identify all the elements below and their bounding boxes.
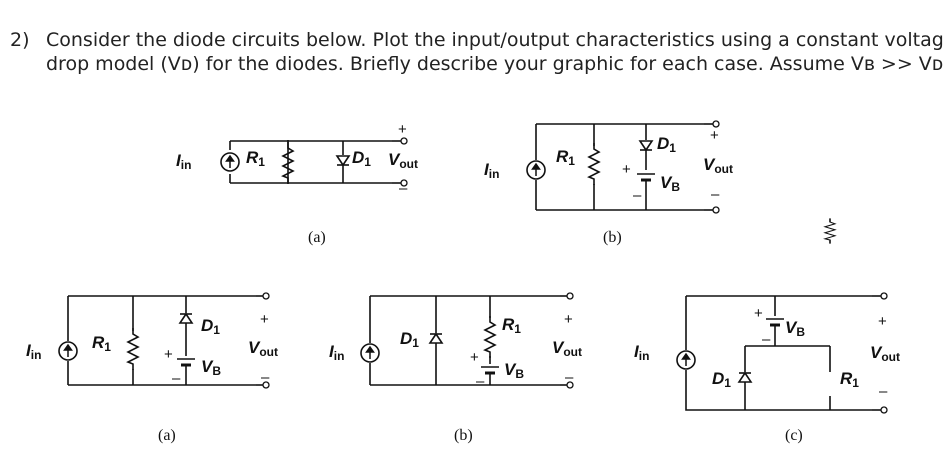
svg-text:R1: R1 [502,315,521,336]
svg-text:VB: VB [504,360,524,381]
svg-text:–: – [172,370,181,387]
caption-bottom-c: (c) [785,427,803,444]
caption-bottom-b: (b) [454,427,473,444]
resistor-r1-icon [484,315,496,359]
svg-text:+: + [754,305,763,322]
resistor-r1-icon [127,327,139,371]
diode-d1-icon [639,140,653,151]
diode-d1-icon [429,333,443,344]
question-line-1: Consider the diode circuits below. Plot … [46,29,943,51]
svg-text:Iin: Iin [329,342,344,363]
svg-text:–: – [399,180,408,197]
diode-d1-icon [336,155,350,166]
svg-text:+: + [564,311,573,328]
diode-d1-icon [179,313,193,324]
circuit-bottom-a: Iin R1 D1 VB + – Vout + – (a) [26,292,278,444]
battery-vb-icon [635,172,657,182]
svg-text:–: – [879,383,888,400]
svg-text:R1: R1 [840,369,859,390]
svg-text:D1: D1 [712,369,731,390]
svg-text:Vout: Vout [552,338,582,359]
current-source-icon [220,152,240,172]
svg-text:+: + [164,346,173,363]
question-line-2: drop model (Vᴅ) for the diodes. Briefly … [46,53,943,75]
svg-text:Vout: Vout [388,150,418,171]
current-source-icon [58,341,78,361]
svg-text:+: + [398,121,407,138]
circuit-top-b: Iin R1 D1 VB + – Vout + – (b) [484,120,733,246]
question-text: 2) Consider the diode circuits below. Plo… [10,28,943,76]
resistor-r1-icon [824,217,836,245]
battery-vb-icon [764,317,786,327]
svg-text:D1: D1 [400,329,419,350]
svg-text:D1: D1 [201,316,220,337]
svg-text:Vout: Vout [870,343,900,364]
svg-text:VB: VB [660,173,680,194]
current-source-icon [526,160,546,180]
svg-text:Vout: Vout [703,155,733,176]
svg-text:Iin: Iin [26,341,41,362]
battery-vb-icon [175,357,197,367]
svg-text:R1: R1 [92,333,111,354]
svg-text:+: + [878,313,887,330]
current-source-icon [360,343,380,363]
resistor-r1-icon [282,141,294,185]
svg-text:Iin: Iin [176,151,191,172]
svg-text:Vout: Vout [248,338,278,359]
question-number: 2) [10,29,30,51]
svg-text:D1: D1 [657,134,676,155]
svg-text:+: + [470,349,479,366]
svg-text:+: + [260,311,269,328]
svg-text:VB: VB [785,318,805,339]
caption-bottom-a: (a) [158,427,176,444]
current-source-icon [676,350,696,370]
caption-top-b: (b) [603,229,622,246]
svg-text:–: – [565,369,574,386]
svg-text:–: – [476,373,485,390]
svg-text:Iin: Iin [634,342,649,363]
circuit-bottom-c: Iin VB + – D1 R1 Vout + – (c) [634,217,900,444]
svg-text:R1: R1 [556,147,575,168]
circuit-bottom-b: Iin D1 R1 VB + – Vout + – (b) [329,292,582,444]
svg-text:R1: R1 [246,148,265,169]
svg-text:+: + [622,161,631,178]
diode-d1-icon [738,372,752,383]
circuit-top-a: Iin R1 D1 Vout + – (a) [176,121,418,246]
svg-text:–: – [261,369,270,386]
svg-text:–: – [711,186,720,203]
svg-text:Iin: Iin [484,160,499,181]
svg-text:VB: VB [201,357,221,378]
resistor-r1-icon [588,142,600,186]
svg-text:+: + [710,127,719,144]
svg-text:–: – [762,331,771,348]
caption-top-a: (a) [308,229,326,246]
svg-text:–: – [633,187,642,204]
svg-text:D1: D1 [352,148,371,169]
